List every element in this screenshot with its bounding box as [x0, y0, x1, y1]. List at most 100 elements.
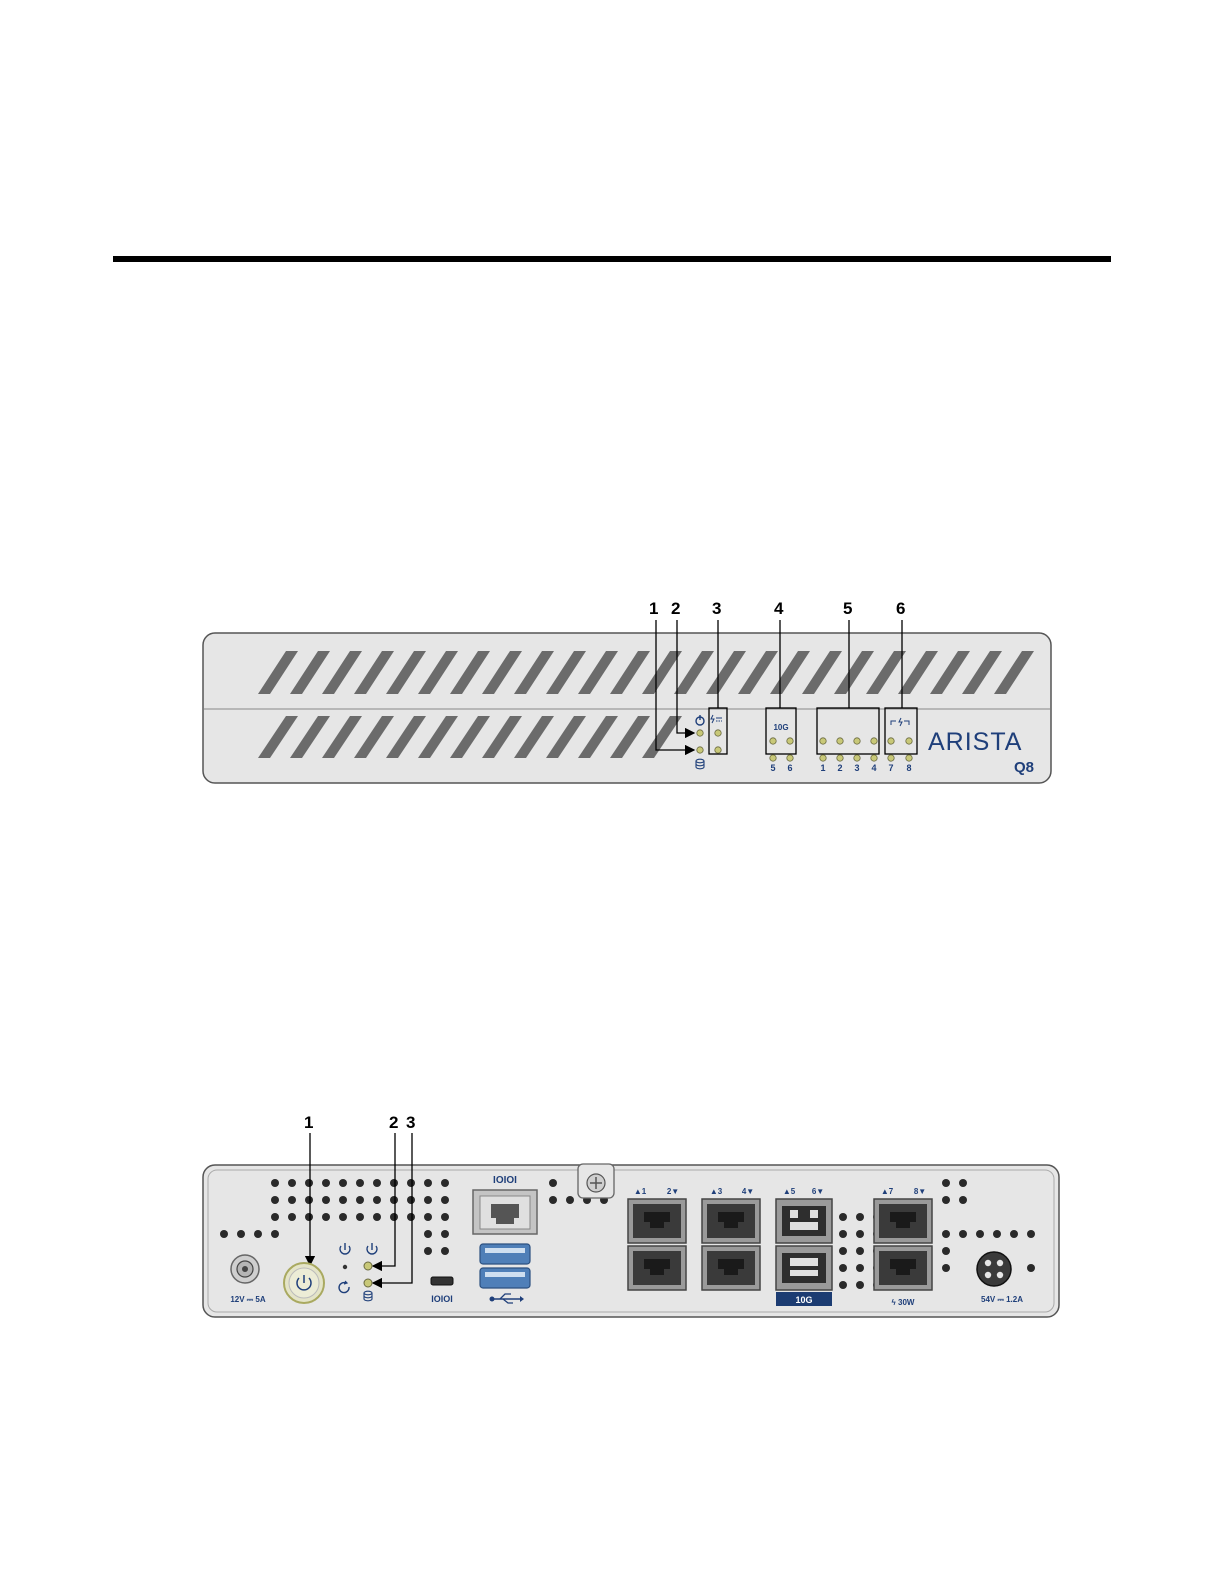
ethernet-port-3[interactable] [702, 1199, 760, 1243]
port-latch [896, 1269, 910, 1275]
vent-hole [356, 1196, 364, 1204]
port-latch [650, 1269, 664, 1275]
port-contacts [718, 1212, 744, 1222]
port-label-8: 8▼ [914, 1187, 926, 1196]
vent-hole [1027, 1230, 1035, 1238]
ethernet-port-7[interactable] [874, 1199, 932, 1243]
vent-hole [549, 1179, 557, 1187]
vent-hole [856, 1247, 864, 1255]
sfp-port-5[interactable] [776, 1199, 832, 1243]
port-label-4: 4▼ [742, 1187, 754, 1196]
status-led [854, 738, 860, 744]
vent-hole [271, 1179, 279, 1187]
vent-hole [1027, 1264, 1035, 1272]
vent-hole [424, 1196, 432, 1204]
vent-hole [856, 1264, 864, 1272]
front-callout-2: 2 [671, 599, 680, 618]
rear-power-led [364, 1262, 372, 1270]
status-led [906, 738, 912, 744]
port-label-1: ▲1 [634, 1187, 647, 1196]
vent-hole [549, 1196, 557, 1204]
poe-power-connector[interactable] [977, 1252, 1011, 1286]
vent-hole [993, 1230, 1001, 1238]
console-port[interactable] [473, 1190, 537, 1234]
vent-hole [959, 1230, 967, 1238]
vent-hole [407, 1213, 415, 1221]
front-callout-3: 3 [712, 599, 721, 618]
status-led [715, 747, 721, 753]
vent-hole [288, 1179, 296, 1187]
micro-console-port[interactable] [431, 1277, 453, 1285]
vent-hole [424, 1179, 432, 1187]
front-callout-4: 4 [774, 599, 784, 618]
vent-hole [288, 1196, 296, 1204]
vent-hole [271, 1196, 279, 1204]
poe-label: ϟ 30W [892, 1298, 915, 1307]
status-led [697, 730, 703, 736]
vent-hole [271, 1213, 279, 1221]
vent-hole [959, 1179, 967, 1187]
vent-hole [373, 1213, 381, 1221]
status-led [837, 755, 843, 761]
power-button[interactable] [284, 1263, 324, 1303]
rear-callout-3: 3 [406, 1113, 415, 1132]
ethernet-port-1[interactable] [628, 1199, 686, 1243]
rear-callout-2: 2 [389, 1113, 398, 1132]
sfp-speed-label: 10G [795, 1295, 812, 1305]
dc-in-label: 12V ⎓ 5A [230, 1295, 266, 1304]
vent-hole [839, 1281, 847, 1289]
vent-hole [390, 1196, 398, 1204]
vent-hole [356, 1179, 364, 1187]
port-contacts [890, 1212, 916, 1222]
status-led [787, 755, 793, 761]
front-callout-5: 5 [843, 599, 852, 618]
usb-port-1[interactable] [480, 1244, 530, 1264]
front-port-label-3: 3 [854, 763, 859, 773]
status-led [697, 747, 703, 753]
vent-hole [305, 1196, 313, 1204]
vent-hole [839, 1247, 847, 1255]
ethernet-port-2[interactable] [628, 1246, 686, 1290]
brand-logo: ARISTA [928, 728, 1022, 756]
port-contacts [890, 1259, 916, 1269]
dc-power-jack[interactable] [231, 1255, 259, 1283]
status-led [854, 755, 860, 761]
vent-hole [424, 1230, 432, 1238]
ethernet-port-4[interactable] [702, 1246, 760, 1290]
vent-hole [322, 1179, 330, 1187]
front-port-label-5: 5 [770, 763, 775, 773]
vent-hole [407, 1196, 415, 1204]
front-callout-6: 6 [896, 599, 905, 618]
vent-hole [441, 1179, 449, 1187]
vent-hole [356, 1213, 364, 1221]
front-port-label-7: 7 [888, 763, 893, 773]
vent-hole [424, 1213, 432, 1221]
rear-storage-led [364, 1279, 372, 1287]
front-port-label-8: 8 [906, 763, 911, 773]
model-label: Q8 [1014, 759, 1034, 776]
vent-hole [305, 1213, 313, 1221]
status-led [888, 755, 894, 761]
sfp-port-6[interactable] [776, 1246, 832, 1290]
port-contacts [644, 1212, 670, 1222]
port-contacts [644, 1259, 670, 1269]
vent-hole [373, 1179, 381, 1187]
vent-hole [373, 1196, 381, 1204]
vent-hole [959, 1196, 967, 1204]
vent-hole [339, 1196, 347, 1204]
dc-poe-label: 54V ⎓ 1.2A [981, 1295, 1023, 1304]
vent-hole [566, 1196, 574, 1204]
port-latch [724, 1222, 738, 1228]
vent-hole [339, 1213, 347, 1221]
vent-hole [1010, 1230, 1018, 1238]
usb-port-2[interactable] [480, 1268, 530, 1288]
vent-hole [322, 1196, 330, 1204]
vent-hole [390, 1213, 398, 1221]
vent-hole [976, 1230, 984, 1238]
reset-pinhole[interactable] [343, 1265, 347, 1269]
ethernet-port-8[interactable] [874, 1246, 932, 1290]
vent-hole [220, 1230, 228, 1238]
console-label: IOIOI [493, 1175, 517, 1186]
status-led [837, 738, 843, 744]
